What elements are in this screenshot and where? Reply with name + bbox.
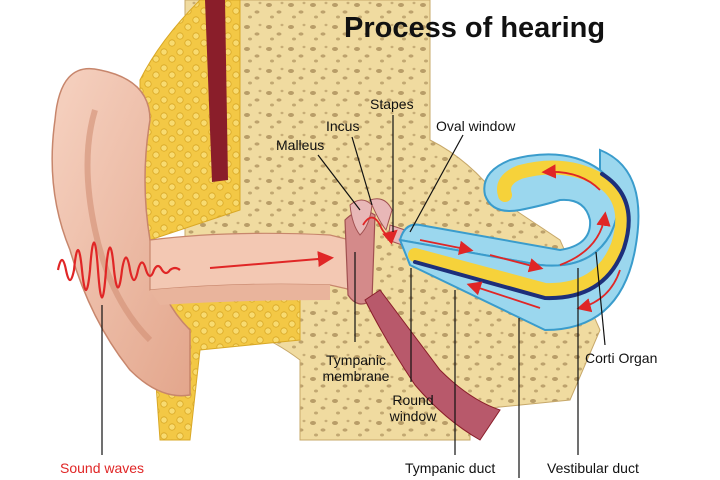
pinna-fold (84, 109, 153, 343)
label-stapes: Stapes (370, 96, 414, 112)
arrow-canal (209, 251, 334, 269)
eustachian-tube (364, 289, 501, 441)
label-sound-waves: Sound waves (60, 460, 145, 476)
label-malleus: Malleus (276, 137, 325, 153)
arrow-cochlea-5 (466, 281, 541, 309)
arrow-cochlea-6 (576, 269, 621, 313)
muscle-strip (205, 0, 228, 182)
ear-canal-lower-skin (150, 284, 330, 305)
arrow-cochlea-2 (489, 254, 544, 273)
arrow-ossicle (362, 216, 398, 245)
label-tympanic-membrane: Tympanic membrane (322, 352, 390, 384)
label-tympanic-duct: Tympanic duct (405, 460, 496, 476)
corti-band (413, 172, 631, 301)
label-round-window: Round window (389, 392, 437, 424)
label-oval-window: Oval window (436, 118, 516, 134)
incus-shape (369, 198, 393, 232)
sound-wave (56, 241, 181, 299)
arrow-cochlea-1 (419, 239, 474, 255)
arrow-cochlea-3 (559, 211, 611, 266)
cochlear-duct (408, 160, 630, 298)
malleus-shape (349, 199, 373, 236)
leader-lines (101, 115, 606, 478)
label-incus: Incus (326, 118, 360, 134)
label-corti-organ: Corti Organ (585, 350, 658, 366)
ear-canal (149, 232, 353, 291)
diagram-title: Process of hearing (344, 12, 606, 44)
arrow-cochlea-4 (541, 164, 601, 191)
label-vestibular-duct: Vestibular duct (547, 460, 639, 476)
